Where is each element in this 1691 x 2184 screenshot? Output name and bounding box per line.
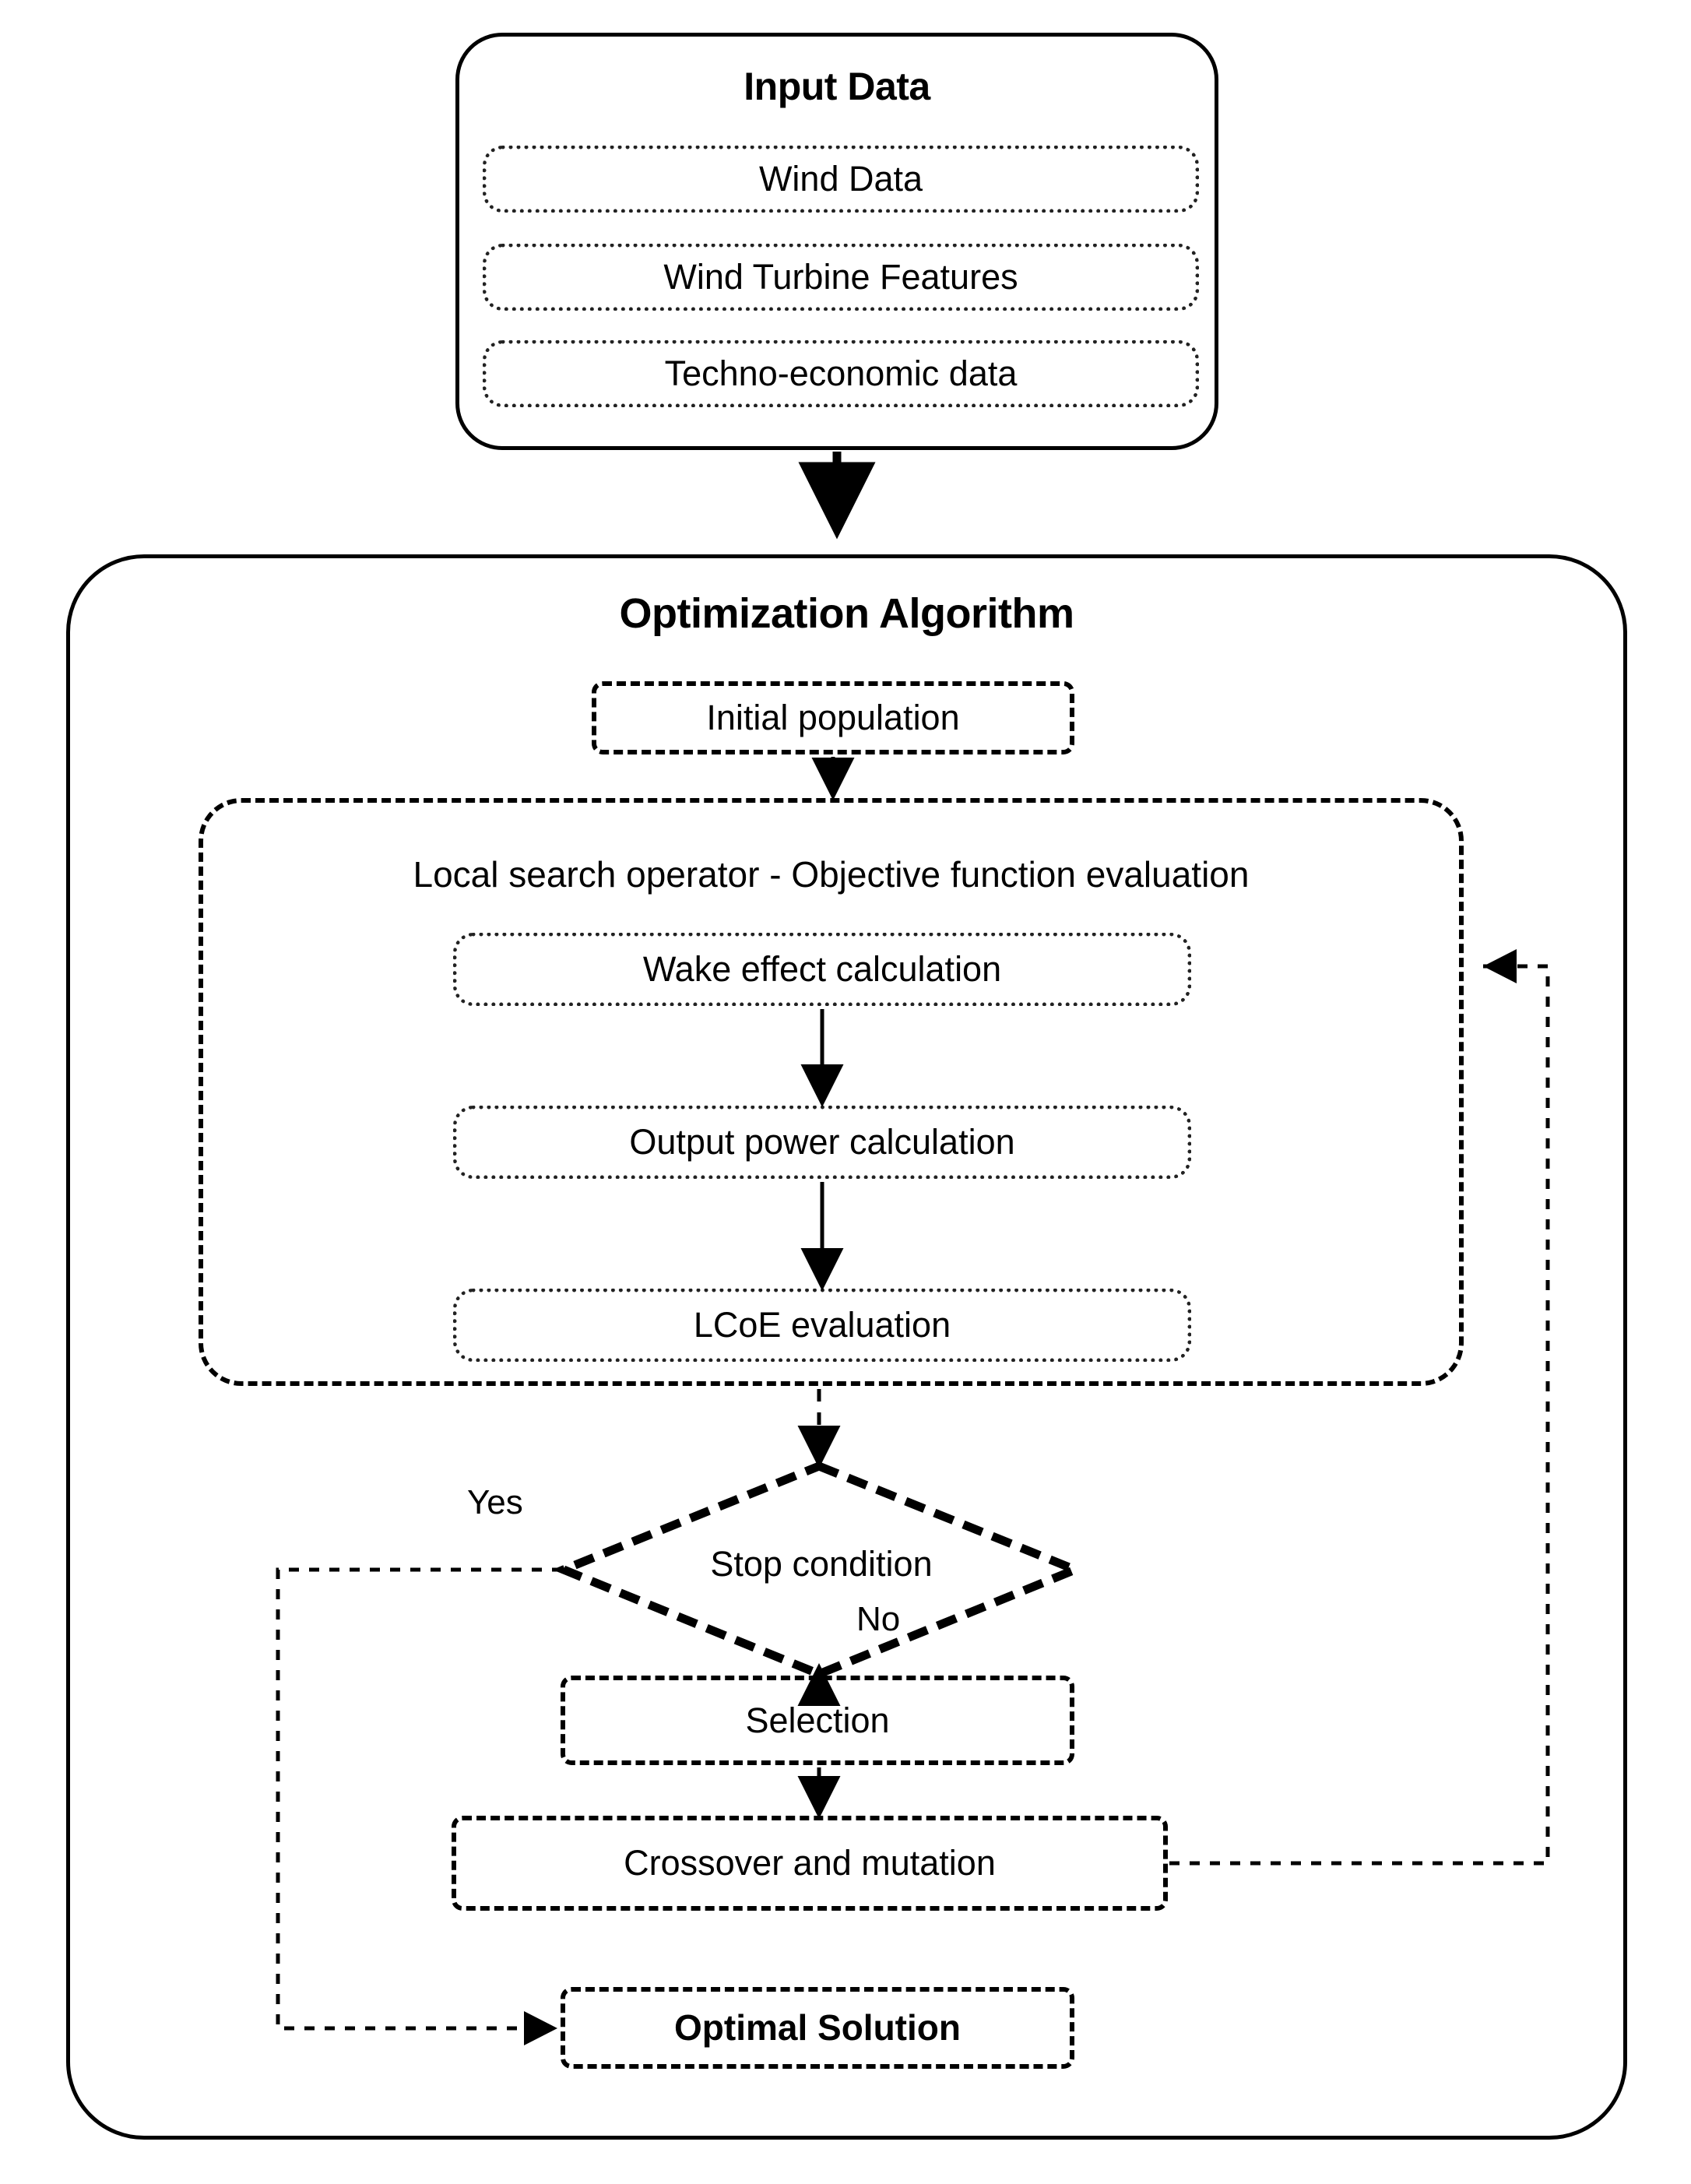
node-label: Wake effect calculation <box>642 949 1002 990</box>
input-data-group: Input Data Wind Data Wind Turbine Featur… <box>455 33 1218 450</box>
input-item-label: Wind Data <box>758 159 923 199</box>
edge-label-no: No <box>856 1600 901 1638</box>
node-optimal-solution: Optimal Solution <box>561 1987 1074 2069</box>
input-item-wind-data: Wind Data <box>483 146 1199 213</box>
input-item-label: Techno-economic data <box>664 353 1018 394</box>
node-label: LCoE evaluation <box>693 1305 951 1345</box>
optimization-algorithm-title: Optimization Algorithm <box>619 590 1074 637</box>
input-item-label: Wind Turbine Features <box>663 257 1018 297</box>
node-selection: Selection <box>561 1676 1074 1765</box>
node-initial-population: Initial population <box>592 681 1074 754</box>
node-label: Output power calculation <box>629 1122 1015 1162</box>
group-local-search-operator: Local search operator - Objective functi… <box>199 798 1464 1386</box>
node-lcoe-evaluation: LCoE evaluation <box>453 1289 1191 1362</box>
node-stop-condition-label: Stop condition <box>710 1544 933 1584</box>
node-crossover-and-mutation: Crossover and mutation <box>452 1816 1168 1911</box>
node-label: Selection <box>745 1700 890 1740</box>
node-output-power-calculation: Output power calculation <box>453 1106 1191 1179</box>
node-wake-effect-calculation: Wake effect calculation <box>453 933 1191 1006</box>
group-local-search-label: Local search operator - Objective functi… <box>413 854 1250 895</box>
input-data-title: Input Data <box>744 65 930 108</box>
node-label: Optimal Solution <box>674 2007 961 2049</box>
node-label: Initial population <box>706 698 960 738</box>
input-item-wind-turbine-features: Wind Turbine Features <box>483 244 1199 311</box>
input-item-techno-economic-data: Techno-economic data <box>483 340 1199 407</box>
node-label: Crossover and mutation <box>624 1843 996 1883</box>
edge-label-yes: Yes <box>467 1483 523 1521</box>
